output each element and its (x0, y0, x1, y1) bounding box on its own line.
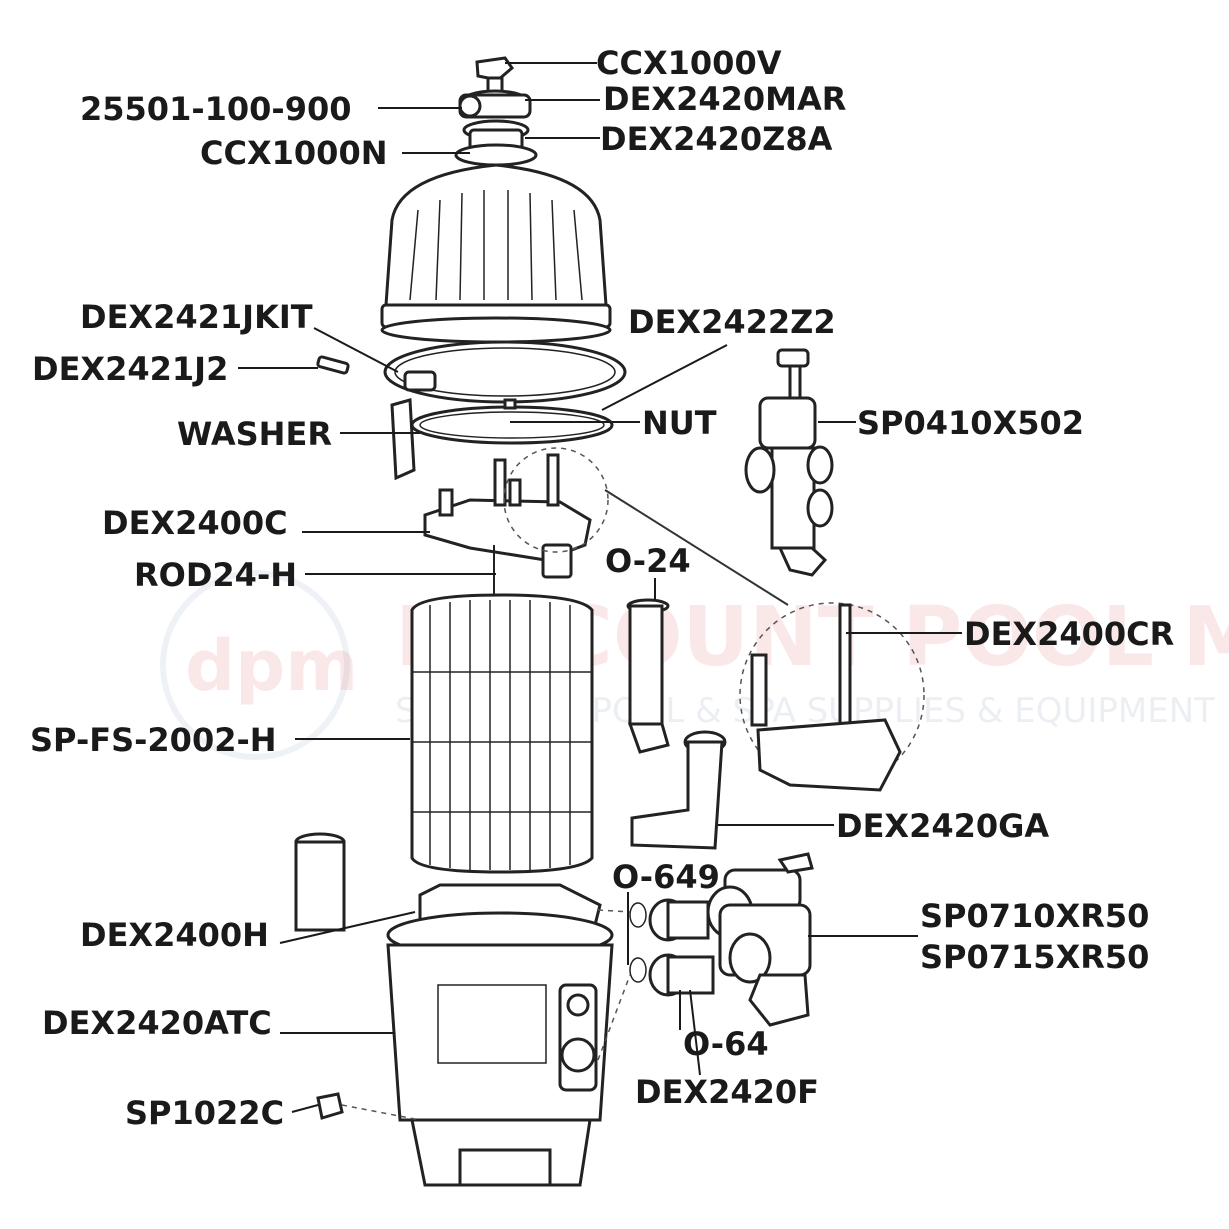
label-sp1022c: SP1022C (125, 1094, 284, 1132)
multiport-valve (597, 852, 814, 1061)
tank-lid (380, 163, 612, 344)
standpipe-shape (294, 840, 346, 932)
label-25501-100-900: 25501-100-900 (80, 90, 351, 128)
label-ccx1000v: CCX1000V (596, 44, 782, 82)
lid-dome-shape (384, 163, 608, 307)
label-dex2422z2: DEX2422Z2 (628, 303, 836, 341)
label-dex2421j2: DEX2421J2 (32, 350, 228, 388)
air-relief-valve-shape (475, 56, 515, 82)
detail-callout (503, 447, 925, 792)
leader-lines (238, 62, 962, 1113)
label-o-24: O-24 (605, 542, 691, 580)
clamp-assembly (316, 340, 627, 481)
clamp-handle-shape (390, 398, 416, 481)
label-washer: WASHER (177, 415, 332, 453)
slide-valve (744, 348, 834, 577)
label-o-64: O-64 (683, 1025, 769, 1063)
label-dex2400h: DEX2400H (80, 916, 269, 954)
standpipe (294, 832, 346, 932)
filter-cartridge (410, 593, 594, 874)
part-labels: CCX1000V 25501-100-900 DEX2420MAR DEX242… (30, 44, 1174, 1132)
label-sp0715xr50: SP0715XR50 (920, 938, 1149, 976)
manifold (423, 453, 592, 600)
label-dex2420mar: DEX2420MAR (603, 80, 846, 118)
watermark-logo-ring (160, 570, 350, 760)
detail-source-circle (503, 447, 609, 553)
label-dex2420atc: DEX2420ATC (42, 1004, 272, 1042)
drain-plug-shape (316, 1092, 344, 1120)
elbow-pipe-shape (630, 740, 724, 850)
top-valve-assembly (454, 56, 538, 167)
tank-body-shape (386, 943, 614, 1122)
label-sp0410x502: SP0410X502 (857, 404, 1084, 442)
label-sp0710xr50: SP0710XR50 (920, 897, 1149, 935)
label-nut: NUT (642, 404, 717, 442)
label-sp-fs-2002-h: SP-FS-2002-H (30, 721, 277, 759)
label-ccx1000n: CCX1000N (200, 134, 387, 172)
watermark-logo-mark: dpm (185, 625, 358, 707)
label-dex2420ga: DEX2420GA (836, 807, 1049, 845)
label-rod24-h: ROD24-H (134, 556, 297, 594)
tank-body (316, 883, 614, 1187)
label-dex2420f: DEX2420F (635, 1073, 819, 1111)
inner-tube (626, 598, 670, 754)
label-dex2420z8a: DEX2420Z8A (600, 120, 833, 158)
label-dex2421jkit: DEX2421JKIT (80, 298, 313, 336)
label-dex2400cr: DEX2400CR (964, 615, 1174, 653)
label-dex2400c: DEX2400C (102, 504, 288, 542)
cartridge-shape (410, 593, 594, 874)
elbow-pipe (630, 730, 727, 850)
bolt-shape (316, 355, 350, 375)
label-o-649: O-649 (612, 858, 720, 896)
watermark: dpm DISCOUNT POOL MART SWIMMING POOL & S… (160, 570, 1229, 760)
